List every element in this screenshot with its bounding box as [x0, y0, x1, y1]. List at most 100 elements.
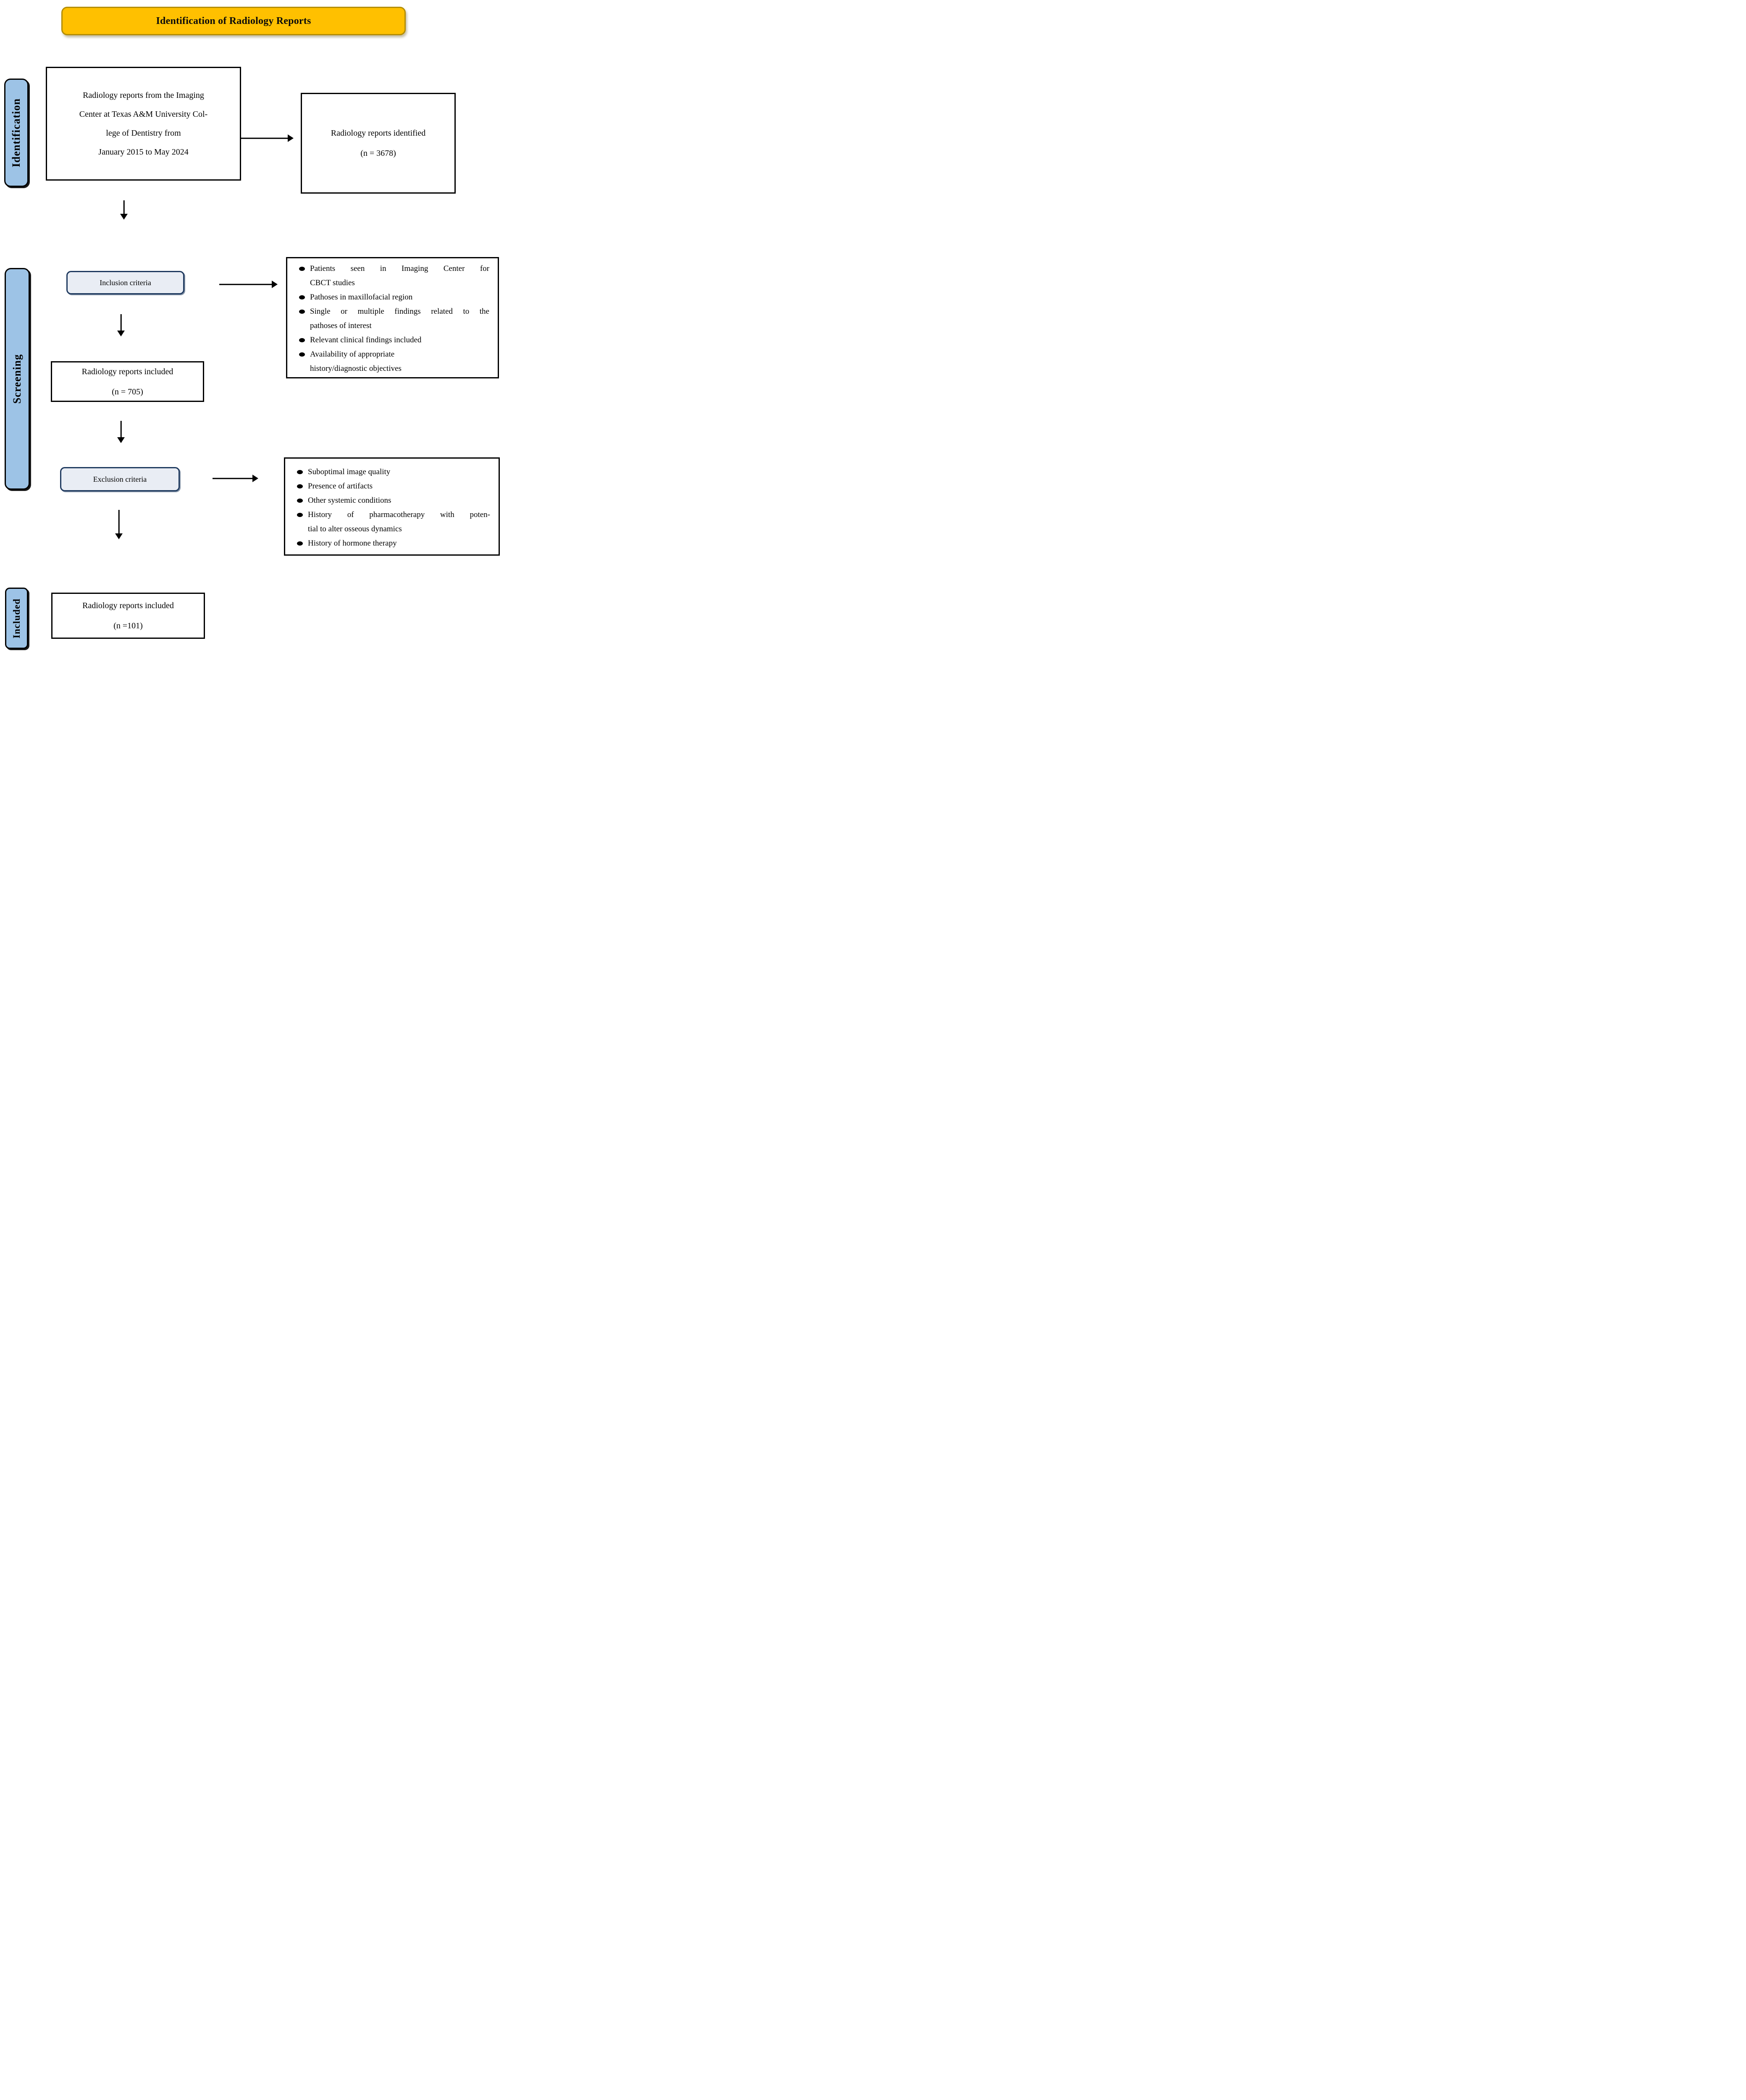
bullet-text: History of hormone therapy [308, 536, 490, 551]
final-included-text: Radiology reports included (n =101) [53, 594, 204, 638]
text-line: (n = 705) [112, 387, 143, 396]
prisma-flow-diagram: Identification of Radiology Reports Iden… [0, 0, 504, 654]
diagram-title: Identification of Radiology Reports [156, 15, 311, 26]
stage-tab-included: Included [5, 588, 28, 649]
arrow-source-to-identified [241, 134, 294, 142]
bullet-item: Relevant clinical findings included [296, 333, 489, 347]
arrow-shaft [219, 284, 272, 285]
text-line: Single or multiple findings related to t… [310, 307, 489, 316]
bullet-dot-icon [299, 338, 305, 342]
arrow-inclusion-to-list [219, 280, 278, 289]
text-line: Patients seen in Imaging Center for [310, 264, 489, 273]
arrow-shaft [118, 510, 120, 534]
bullet-item: Pathoses in maxillofacial region [296, 290, 489, 304]
bullet-text: Presence of artifacts [308, 479, 490, 494]
bullet-item: Availability of appropriate history/diagn… [296, 347, 489, 376]
arrow-inclusion-to-included [117, 314, 125, 336]
text-line: Pathoses in maxillofacial region [310, 293, 413, 302]
bullet-item: History of hormone therapy [294, 536, 490, 551]
text-line: Presence of artifacts [308, 482, 373, 491]
arrow-down-head-icon [115, 533, 123, 539]
text-line: Radiology reports included [82, 601, 174, 610]
arrow-shaft [120, 314, 122, 331]
text-line: January 2015 to May 2024 [98, 147, 189, 157]
arrow-exclusion-to-final [115, 510, 123, 539]
bullet-item: Presence of artifacts [294, 479, 490, 494]
text-line: tial to alter osseous dynamics [308, 525, 402, 533]
text-line: Radiology reports identified [331, 129, 426, 138]
stage-tab-screening: Screening [5, 268, 30, 490]
bullet-item: Suboptimal image quality [294, 465, 490, 479]
exclusion-criteria-label: Exclusion criteria [93, 475, 147, 483]
stage-tab-identification-label: Identification [10, 98, 22, 168]
inclusion-criteria-box: Inclusion criteria [66, 271, 184, 294]
diagram-title-banner: Identification of Radiology Reports [61, 7, 406, 35]
text-line: lege of Dentistry from [106, 128, 181, 138]
bullet-dot-icon [299, 310, 305, 314]
text-line: pathoses of interest [310, 321, 372, 330]
text-line: Radiology reports included [81, 367, 173, 376]
stage-tab-screening-label: Screening [11, 354, 23, 404]
bullet-text: Pathoses in maxillofacial region [310, 290, 489, 304]
arrow-down-head-icon [120, 214, 128, 220]
arrow-shaft [213, 478, 253, 479]
text-line: Center at Texas A&M University Col- [79, 109, 208, 119]
final-included-box: Radiology reports included (n =101) [51, 593, 205, 639]
arrow-down-head-icon [117, 437, 125, 443]
bullet-dot-icon [299, 295, 305, 299]
inclusion-criteria-label: Inclusion criteria [100, 278, 151, 287]
text-line: History of pharmacotherapy with poten- [308, 510, 490, 519]
bullet-dot-icon [297, 541, 303, 546]
bullet-text: Relevant clinical findings included [310, 333, 489, 347]
text-line: Suboptimal image quality [308, 467, 391, 476]
text-line: (n =101) [113, 621, 143, 630]
bullet-dot-icon [297, 499, 303, 503]
identified-reports-box: Radiology reports identified (n = 3678) [301, 93, 456, 194]
arrow-right-head-icon [272, 281, 278, 288]
identified-reports-text: Radiology reports identified (n = 3678) [302, 94, 454, 192]
arrow-shaft [120, 421, 122, 438]
stage-tab-included-label: Included [11, 598, 22, 638]
bullet-text: Single or multiple findings related to t… [310, 304, 489, 333]
arrow-source-to-screening [120, 200, 128, 220]
text-line: History of hormone therapy [308, 539, 397, 548]
text-line: Relevant clinical findings included [310, 336, 422, 344]
bullet-text: Availability of appropriate history/diagn… [310, 347, 489, 376]
arrow-right-head-icon [288, 134, 294, 142]
screening-included-box: Radiology reports included (n = 705) [51, 361, 204, 402]
bullet-text: Suboptimal image quality [308, 465, 490, 479]
stage-tab-identification: Identification [4, 79, 29, 187]
bullet-dot-icon [297, 484, 303, 488]
text-line: Other systemic conditions [308, 496, 391, 505]
text-line: Availability of appropriate [310, 350, 395, 359]
arrow-right-head-icon [252, 475, 258, 482]
arrow-shaft [241, 137, 288, 139]
text-line: CBCT studies [310, 278, 355, 287]
text-line: Radiology reports from the Imaging [83, 90, 204, 100]
arrow-included-to-exclusion [117, 421, 125, 443]
bullet-text: History of pharmacotherapy with poten-ti… [308, 508, 490, 536]
arrow-down-head-icon [117, 331, 125, 336]
arrow-shaft [123, 200, 125, 214]
bullet-dot-icon [299, 352, 305, 357]
bullet-item: Single or multiple findings related to t… [296, 304, 489, 333]
bullet-dot-icon [297, 513, 303, 517]
bullet-dot-icon [297, 470, 303, 474]
bullet-dot-icon [299, 267, 305, 271]
text-line: history/diagnostic objectives [310, 364, 402, 373]
exclusion-criteria-box: Exclusion criteria [60, 467, 180, 491]
bullet-item: Other systemic conditions [294, 494, 490, 508]
screening-included-text: Radiology reports included (n = 705) [52, 362, 203, 401]
arrow-exclusion-to-list [213, 474, 258, 483]
bullet-item: History of pharmacotherapy with poten-ti… [294, 508, 490, 536]
text-line: (n = 3678) [360, 149, 396, 158]
bullet-text: Other systemic conditions [308, 494, 490, 508]
